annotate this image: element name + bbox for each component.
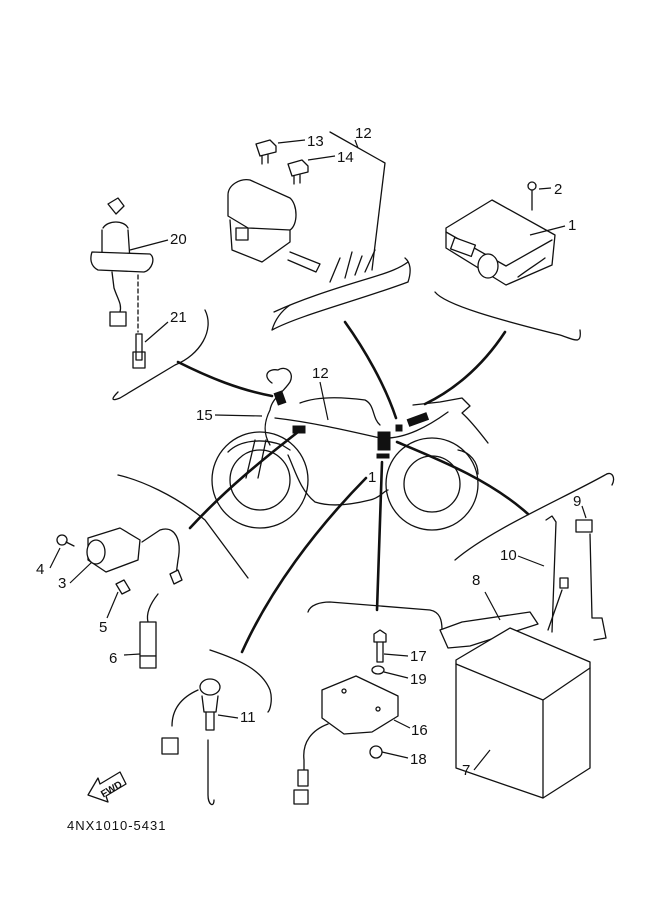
callout-13: 13	[307, 133, 324, 150]
zone-arc-ignition	[117, 474, 249, 579]
callout-18: 18	[410, 751, 427, 768]
loc-fuse	[395, 424, 403, 432]
loc-cdi	[406, 412, 430, 427]
callout-16: 16	[411, 722, 428, 739]
callout-leaders	[49, 139, 587, 771]
component-locations	[273, 390, 430, 459]
part-fuse-box	[227, 131, 409, 313]
callout-10: 10	[500, 547, 517, 564]
callout-17: 17	[410, 648, 427, 665]
rear-wheel	[385, 437, 479, 531]
callout-14: 14	[337, 149, 354, 166]
part-neutral-switch	[161, 678, 221, 806]
fairing	[264, 367, 292, 446]
callout-19: 19	[410, 671, 427, 688]
loc-main-switch	[273, 390, 287, 406]
loc-regulator	[377, 431, 391, 451]
rear-wheel-inner	[403, 455, 461, 513]
seat-tail	[412, 397, 489, 444]
leader-neutral-switch	[240, 476, 368, 654]
zone-arc-cdi	[434, 291, 581, 341]
location-leaders	[176, 320, 530, 654]
callout-8: 8	[472, 572, 480, 589]
part-main-switch	[90, 197, 154, 369]
part-cdi-unit	[445, 181, 556, 286]
front-fender	[227, 440, 291, 453]
callout-9: 9	[573, 493, 581, 510]
rear-fender	[457, 449, 479, 475]
zone-arc-fuse-box	[271, 257, 411, 331]
fork	[245, 439, 267, 479]
front-wheel-inner	[229, 449, 291, 511]
callout-6: 6	[109, 650, 117, 667]
zone-arc-main-switch	[112, 309, 209, 401]
callout-20: 20	[170, 231, 187, 248]
leader-main-switch	[176, 360, 274, 398]
callout-7: 7	[462, 762, 470, 779]
callout-11: 11	[240, 709, 256, 726]
zone-arc-neutral-switch	[209, 649, 272, 713]
callout-3: 3	[58, 575, 66, 592]
leader-regulator	[375, 460, 384, 612]
part-battery	[439, 515, 607, 799]
leader-cdi	[423, 330, 507, 406]
leader-fuse-box	[343, 320, 398, 420]
figure-code: 4NX1010-5431	[67, 818, 166, 833]
callout-2: 2	[554, 181, 562, 198]
leader-ignition	[188, 430, 300, 530]
callout-labels: 1 1 2 3 4 5 6 7 8 9 10 11 12 12 13 14 15…	[36, 125, 581, 779]
tank	[299, 397, 381, 426]
callout-21: 21	[170, 309, 187, 326]
callout-15: 15	[196, 407, 213, 424]
callout-5: 5	[99, 619, 107, 636]
callout-1: 1	[568, 217, 576, 234]
loc-ignition-coil	[292, 425, 306, 434]
fuse-14	[287, 159, 309, 177]
detail-zone-arcs	[112, 257, 615, 713]
zone-arc-battery	[454, 472, 615, 561]
fwd-arrow-icon	[87, 771, 127, 803]
front-wheel	[211, 431, 309, 529]
callout-1-bike: 1	[368, 469, 376, 486]
part-regulator	[293, 629, 399, 805]
callout-4: 4	[36, 561, 44, 578]
fuse-13	[255, 139, 277, 157]
part-ignition-coil	[56, 527, 183, 669]
callout-12-bike: 12	[312, 365, 329, 382]
callout-12: 12	[355, 125, 372, 142]
fwd-direction-arrow: FWD	[87, 771, 127, 803]
loc-battery	[376, 453, 390, 459]
engine	[287, 454, 389, 506]
zone-arc-regulator	[307, 601, 443, 631]
leader-battery	[395, 440, 530, 516]
